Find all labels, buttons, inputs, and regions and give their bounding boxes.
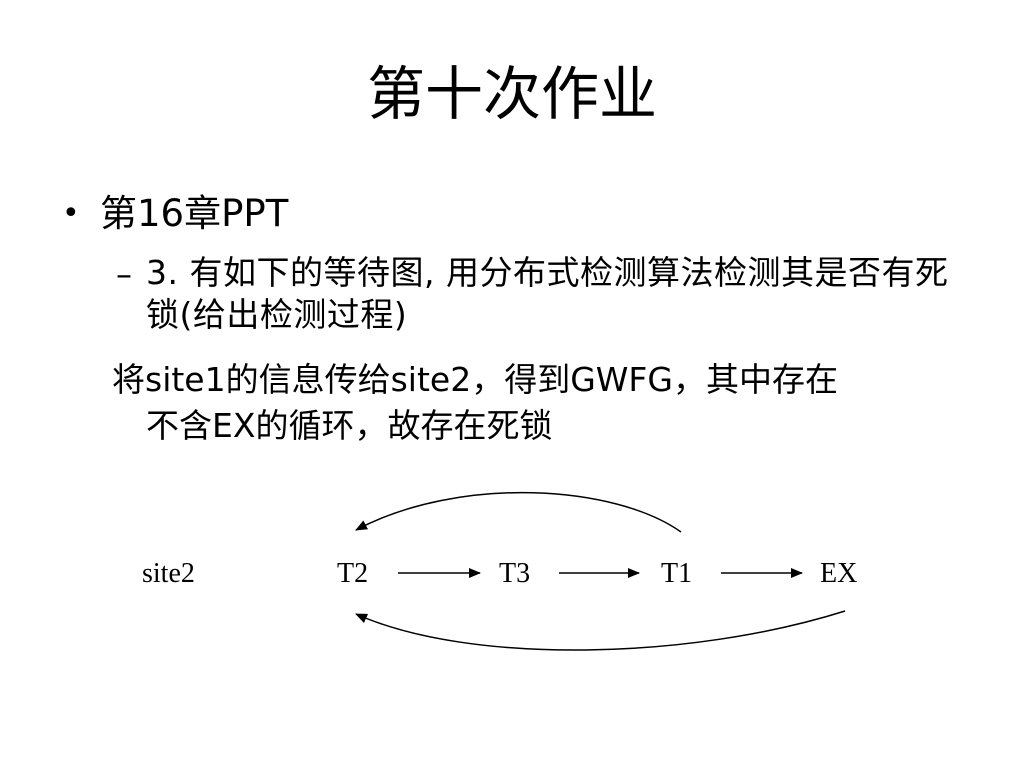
answer-line-1: 将site1的信息传给site2，得到GWFG，其中存在 xyxy=(112,360,838,399)
slide-title: 第十次作业 xyxy=(366,60,657,128)
bullet-marker: • xyxy=(62,196,80,231)
node-ex: EX xyxy=(820,558,857,589)
sub-item-text: 3. 有如下的等待图, 用分布式检测算法检测其是否有死锁(给出检测过程) xyxy=(146,253,949,334)
node-t3: T3 xyxy=(499,558,530,589)
site-label: site2 xyxy=(142,558,195,589)
edge-t1-t2-top xyxy=(355,491,682,533)
edge-ex-t2-bottom xyxy=(355,610,846,651)
answer-line-2: 不含EX的循环，故存在死锁 xyxy=(146,406,553,445)
node-t1: T1 xyxy=(661,558,692,589)
node-t2: T2 xyxy=(337,558,368,589)
sub-item-marker: – xyxy=(116,255,132,293)
bullet-text: 第16章PPT xyxy=(100,192,289,235)
